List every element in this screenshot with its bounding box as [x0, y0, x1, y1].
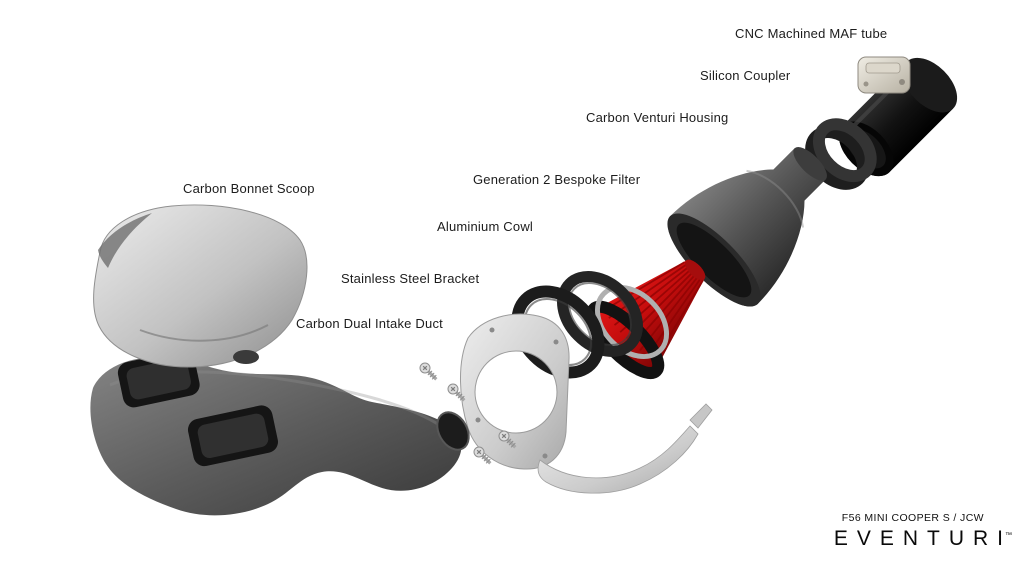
venturi-housing-part — [667, 147, 827, 307]
label-bespoke-filter: Generation 2 Bespoke Filter — [473, 172, 641, 187]
intake-duct-part — [90, 350, 470, 516]
stainless-bracket-plate — [460, 313, 570, 470]
screw — [498, 430, 517, 449]
label-maf-tube: CNC Machined MAF tube — [735, 26, 888, 41]
label-aluminium-cowl: Aluminium Cowl — [437, 219, 533, 234]
screw — [447, 383, 466, 402]
label-steel-bracket: Stainless Steel Bracket — [341, 271, 480, 286]
stainless-bracket-strap — [537, 403, 713, 494]
aluminium-cowl-ring-rear — [557, 271, 643, 357]
label-bonnet-scoop: Carbon Bonnet Scoop — [183, 181, 315, 196]
bonnet-scoop-part — [93, 204, 308, 368]
label-silicon-coupler: Silicon Coupler — [700, 68, 791, 83]
trademark-symbol: ™ — [1005, 532, 1012, 539]
screw — [473, 446, 492, 465]
label-intake-duct: Carbon Dual Intake Duct — [296, 316, 443, 331]
maf-sensor-fitting — [857, 56, 911, 94]
label-venturi-housing: Carbon Venturi Housing — [586, 110, 729, 125]
brand-wordmark: EVENTURI — [833, 527, 1012, 550]
model-designation: F56 MINI COOPER S / JCW — [841, 512, 984, 524]
clamp-ring-part — [594, 284, 670, 360]
brand-logo: EVENTURI™ — [834, 527, 1012, 551]
screw — [419, 362, 438, 381]
